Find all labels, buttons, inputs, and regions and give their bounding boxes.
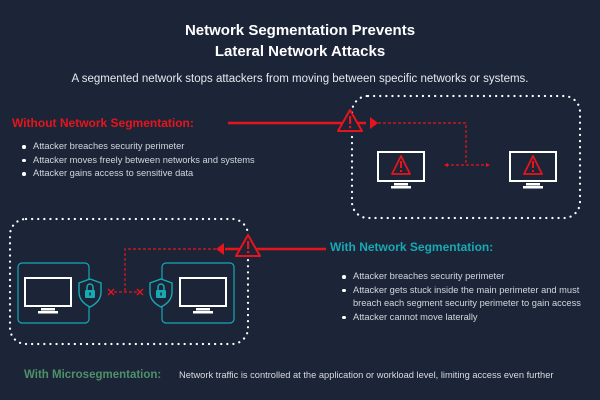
warning-icon	[337, 109, 363, 132]
microsegmentation-heading: With Microsegmentation:	[24, 369, 162, 381]
subtitle: A segmented network stops attackers from…	[71, 73, 529, 85]
shield-lock-icon	[78, 278, 102, 308]
arrow-right-head	[486, 163, 490, 167]
list-item: Attacker moves freely between networks a…	[20, 154, 340, 168]
without-segmentation-heading: Without Network Segmentation:	[12, 116, 194, 130]
computer-icon	[24, 277, 72, 314]
blocked-x-icon	[136, 288, 144, 296]
list-item: Attacker cannot move laterally	[340, 311, 600, 325]
with-segmentation-heading: With Network Segmentation:	[330, 240, 494, 254]
blocked-x-icon	[107, 288, 115, 296]
lateral-movement-path	[378, 122, 467, 165]
network-perimeter-unsegmented	[350, 94, 582, 220]
compromised-computer-icon	[377, 151, 425, 189]
list-item: Attacker breaches security perimeter	[340, 270, 600, 284]
attack-arrowhead	[370, 117, 378, 129]
arrow-left-head	[444, 163, 448, 167]
without-segmentation-list: Attacker breaches security perimeter Att…	[20, 140, 340, 181]
shield-lock-icon	[149, 278, 173, 308]
list-item: Attacker gets stuck inside the main peri…	[340, 284, 600, 311]
computer-icon	[179, 277, 227, 314]
compromised-computer-icon	[509, 151, 557, 189]
list-item: Attacker gains access to sensitive data	[20, 167, 340, 181]
page-title: Network Segmentation Prevents Lateral Ne…	[0, 20, 600, 62]
blocked-lateral-path	[124, 248, 216, 292]
warning-icon	[235, 234, 261, 257]
attack-arrowhead	[216, 243, 224, 255]
title-line-2: Lateral Network Attacks	[214, 43, 386, 60]
with-segmentation-list: Attacker breaches security perimeter Att…	[340, 270, 600, 324]
microsegmentation-description: Network traffic is controlled at the app…	[179, 370, 554, 380]
title-line-1: Network Segmentation Prevents	[184, 22, 416, 39]
network-perimeter-segmented	[8, 217, 250, 346]
list-item: Attacker breaches security perimeter	[20, 140, 340, 154]
